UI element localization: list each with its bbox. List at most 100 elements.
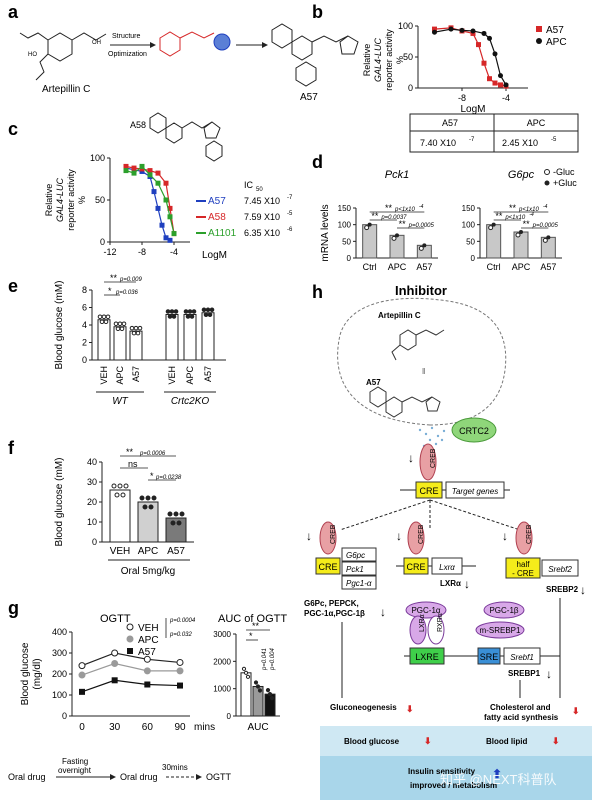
d-g6pc-sig-p: p<1x10 (504, 215, 526, 221)
panel-a-letter: a (8, 2, 19, 22)
e-bar-dot (191, 309, 197, 314)
d-g6pc-bar-dot (546, 235, 551, 240)
b-point-APC (492, 51, 498, 57)
c-point-A1101 (123, 168, 129, 174)
srebp1-label: SREBP1 (508, 669, 541, 678)
ic50-a1101: 6.35 X10 (244, 228, 280, 238)
creb-top (419, 443, 437, 481)
blood-glucose-label: Blood glucose (344, 737, 400, 746)
d-legend-plus: +Gluc (553, 178, 577, 188)
f-ytick-label: 0 (92, 537, 97, 547)
f-bar-dot (151, 495, 157, 501)
c-point-A58 (131, 165, 137, 171)
timeline-fasting: Fasting (62, 757, 88, 766)
svg-text:↓: ↓ (546, 667, 552, 681)
oh-label: OH (92, 40, 101, 46)
b-ylabel-4: % (395, 56, 405, 64)
e-bar-dot (121, 321, 127, 327)
left-gene-2: Pck1 (346, 565, 364, 574)
a57-h-label: A57 (366, 378, 381, 387)
g-legend-label: APC (138, 635, 159, 646)
c-legend-label: A1101 (208, 228, 237, 239)
auc-bar-dot (243, 670, 249, 675)
g-series-line-A57 (81, 679, 181, 693)
e-bar-dot (103, 319, 109, 325)
a58-structure (149, 112, 223, 162)
auc-bar-dot (245, 674, 251, 679)
c-point-A58 (147, 168, 153, 174)
d-pck1-sig-stars: ** (371, 211, 379, 221)
d-g6pc-bar-dot (488, 225, 494, 231)
ho-label: HO (28, 52, 37, 58)
d-g6pc-sig-p: p=0.0005 (532, 223, 559, 229)
e-bar-dot (165, 309, 171, 314)
arrow-label-2: Optimization (108, 51, 147, 58)
b-ytick-label: 50 (403, 52, 413, 62)
f-bar-dot (173, 511, 179, 517)
b-point-APC (470, 28, 476, 34)
e-bar (183, 314, 197, 361)
a57-h-structure (369, 386, 441, 418)
e-ytick-label: 0 (82, 355, 87, 365)
g-point-VEH (78, 662, 86, 670)
b-point-APC (459, 27, 465, 33)
insulin-band (320, 756, 592, 800)
table-exp-a57: -7 (469, 137, 475, 143)
b-point-APC (487, 35, 492, 41)
e-bar-dot (135, 330, 141, 336)
e-sig-stars: * (108, 286, 112, 296)
b-point-A57 (476, 42, 481, 48)
ic50-table-b: A57 APC 7.40 X10 -7 2.45 X10 -5 (409, 113, 579, 153)
c-point-A1101 (131, 170, 137, 176)
g-point-VEH (111, 649, 119, 657)
gluconeo-label: Gluconeogenesis (330, 703, 397, 712)
auc-bar-dot (267, 692, 273, 697)
a57-structure (271, 23, 359, 87)
e-sig-p: p=0.009 (119, 277, 143, 283)
e-bar (97, 319, 111, 361)
crtc2-label: CRTC2 (459, 426, 489, 436)
d-g6pc-ytick-label: 0 (471, 254, 476, 263)
g-point-APC (176, 667, 184, 675)
g-sig-p: p=0.0004 (169, 618, 196, 624)
insulin-label-2: improved / metabolism (410, 781, 497, 790)
d-g6pc-sig-p-exp: -4 (529, 212, 534, 218)
creb-left-label: CREB (330, 524, 337, 544)
b-ylabel-2: GAL4-LUC (373, 37, 383, 82)
timeline-oral-1: Oral drug (8, 772, 46, 782)
f-ytick-label: 10 (87, 517, 97, 527)
svg-text:↓: ↓ (580, 583, 586, 597)
ic50-sub: 50 (256, 187, 263, 193)
d-g6pc-ytick-label: 100 (462, 221, 476, 230)
d-g6pc-ytick-label: 150 (462, 204, 476, 213)
b-ytick-label: 0 (408, 83, 413, 93)
b-point-A57 (432, 26, 437, 32)
g-point-APC (78, 671, 86, 679)
f-bar (109, 489, 131, 543)
ic50-a1101-exp: -6 (287, 227, 293, 233)
c-point-A57 (155, 205, 161, 211)
c-point-A1101 (171, 231, 177, 237)
rxra-label: RXRα (437, 613, 444, 632)
f-bar-dot (179, 511, 185, 517)
g-xlabel: mins (194, 722, 215, 733)
d-pck1-xtick-label: Ctrl (363, 262, 377, 272)
e-xtick-label: A57 (203, 366, 213, 382)
e-ytick-label: 2 (82, 338, 87, 348)
f-bar-dot (139, 495, 145, 501)
target-genes-label: Target genes (452, 487, 498, 496)
c-xtick-label: -12 (103, 247, 116, 257)
lxra-label: LXRα (419, 614, 426, 632)
c-point-A58 (167, 205, 173, 211)
srebf1-label: Srebf1 (510, 653, 534, 662)
d-pck1-sig-p: p=0.0037 (380, 215, 407, 221)
e-bar-dot (131, 330, 137, 336)
right-out: SREBP2 (546, 585, 579, 594)
c-xlabel: LogM (202, 250, 227, 261)
b-point-APC (448, 26, 454, 32)
artepillin-h-structure (391, 329, 445, 361)
e-bar-dot (119, 326, 125, 332)
g-point-A57 (79, 688, 85, 695)
f-sig-stars: * (150, 471, 154, 481)
